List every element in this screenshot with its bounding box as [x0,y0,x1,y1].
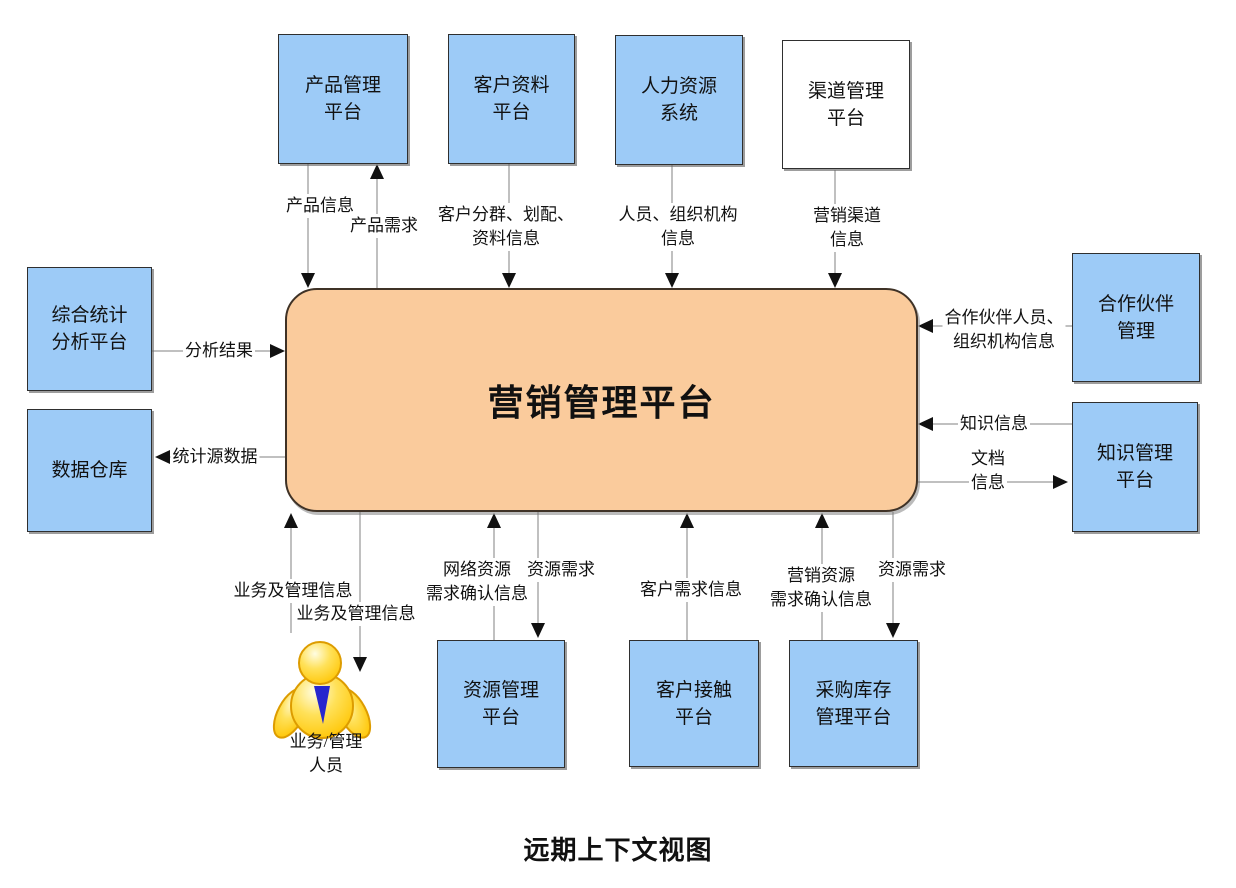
person-actor-icon [272,641,372,739]
node-marketing-management-platform: 营销管理平台 [285,288,918,512]
node-procurement-inventory-platform: 采购库存 管理平台 [789,640,918,767]
edge-label-business-mgmt-info-down: 业务及管理信息 [294,602,418,626]
node-data-warehouse: 数据仓库 [27,409,152,532]
edge-label-stats-source-data: 统计源数据 [170,445,260,469]
edge-label-personnel-org-info: 人员、组织机构 信息 [616,203,740,251]
edge-label-marketing-channel-info: 营销渠道 信息 [811,204,883,252]
edge-label-resource-demand-to-resource: 资源需求 [525,558,597,582]
edge-label-analysis-result: 分析结果 [183,339,255,363]
edge-product-info [301,164,315,288]
node-resource-management-platform: 资源管理 平台 [437,640,565,768]
node-partner-management: 合作伙伴 管理 [1072,253,1200,382]
actor-label: 业务/管理 人员 [289,732,363,775]
edge-label-customer-demand-info: 客户需求信息 [638,578,744,602]
diagram-caption: 远期上下文视图 [523,836,713,865]
node-customer-data-platform: 客户资料 平台 [448,34,575,164]
edge-business-mgmt-info-up [284,513,298,633]
edge-label-knowledge-info: 知识信息 [958,412,1030,436]
edge-label-customer-segmentation-info: 客户分群、划配、 资料信息 [436,203,576,251]
node-knowledge-management-platform: 知识管理 平台 [1072,402,1198,532]
edge-label-business-mgmt-info-up: 业务及管理信息 [231,579,355,603]
actor-tie [314,686,330,724]
node-customer-contact-platform: 客户接触 平台 [629,640,759,767]
edge-label-product-demand: 产品需求 [348,214,420,238]
node-product-management-platform: 产品管理 平台 [278,34,408,164]
edge-label-marketing-resource-confirm-info: 营销资源 需求确认信息 [768,564,874,612]
edge-customer-demand-info [680,513,694,640]
node-stats-analysis-platform: 综合统计 分析平台 [27,267,152,391]
edge-label-product-info: 产品信息 [284,194,356,218]
edge-label-resource-demand-to-procurement: 资源需求 [876,558,948,582]
node-hr-system: 人力资源 系统 [615,35,743,165]
edge-label-network-resource-confirm-info: 网络资源 需求确认信息 [424,558,530,606]
node-channel-management-platform: 渠道管理 平台 [782,40,910,169]
edge-label-partner-personnel-org-info: 合作伙伴人员、 组织机构信息 [942,306,1066,354]
edge-business-mgmt-info-down [353,512,367,672]
edge-label-document-info: 文档 信息 [969,447,1007,495]
